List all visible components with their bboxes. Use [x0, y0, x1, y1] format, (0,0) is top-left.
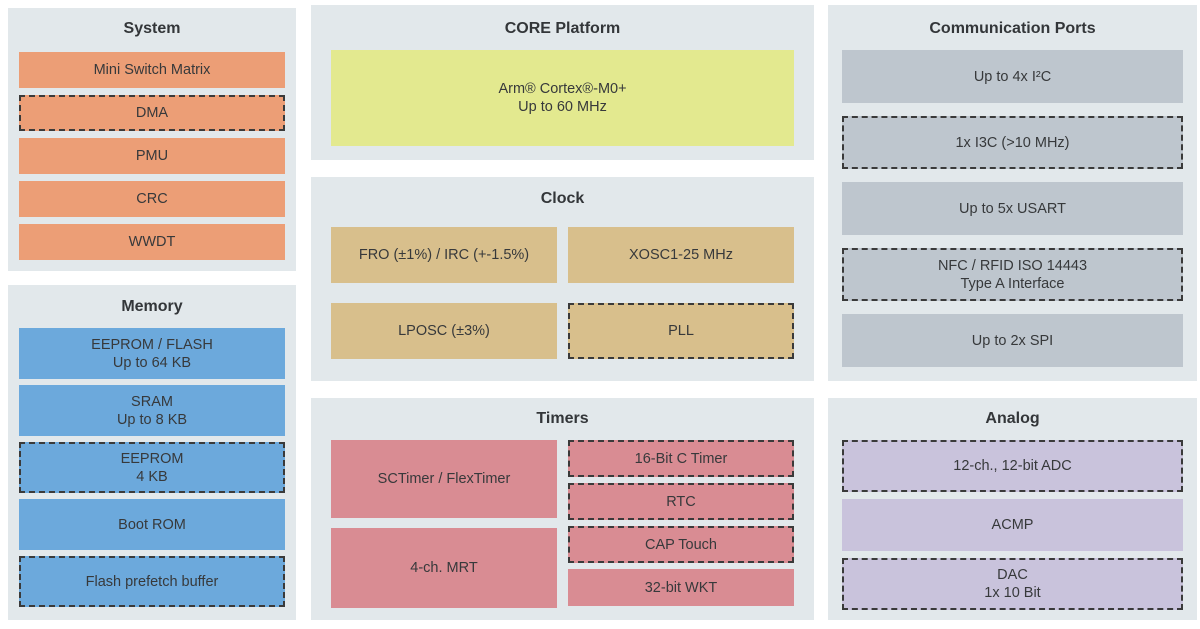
block-16bit-c-timer: 16-Bit C Timer [568, 440, 794, 477]
analog-blocks: 12-ch., 12-bit ADC ACMP DAC 1x 10 Bit [842, 440, 1183, 610]
panel-title-system: System [123, 20, 181, 37]
block-acmp: ACMP [842, 499, 1183, 551]
block-flash-prefetch-buffer: Flash prefetch buffer [19, 556, 285, 607]
panel-memory: Memory EEPROM / FLASH Up to 64 KB SRAM U… [8, 285, 296, 620]
block-dma: DMA [19, 95, 285, 131]
block-usart: Up to 5x USART [842, 182, 1183, 235]
block-4ch-mrt: 4-ch. MRT [331, 528, 557, 608]
block-pmu: PMU [19, 138, 285, 174]
block-wwdt: WWDT [19, 224, 285, 260]
block-xosc: XOSC1-25 MHz [568, 227, 794, 283]
panel-title-clock: Clock [540, 190, 585, 207]
block-eeprom-4kb: EEPROM 4 KB [19, 442, 285, 493]
panel-title-analog: Analog [985, 410, 1040, 427]
block-mini-switch-matrix: Mini Switch Matrix [19, 52, 285, 88]
panel-communication-ports: Communication Ports Up to 4x I²C 1x I3C … [828, 5, 1197, 381]
panel-timers: Timers SCTimer / FlexTimer 4-ch. MRT 16-… [311, 398, 814, 620]
panel-title-timers: Timers [536, 410, 589, 427]
block-i2c: Up to 4x I²C [842, 50, 1183, 103]
block-dac: DAC 1x 10 Bit [842, 558, 1183, 610]
block-pll: PLL [568, 303, 794, 359]
panel-title-core-platform: CORE Platform [504, 20, 621, 37]
block-adc: 12-ch., 12-bit ADC [842, 440, 1183, 492]
block-lposc: LPOSC (±3%) [331, 303, 557, 359]
clock-blocks: FRO (±1%) / IRC (+-1.5%) XOSC1-25 MHz LP… [331, 227, 794, 359]
block-rtc: RTC [568, 483, 794, 520]
panel-core-platform: CORE Platform Arm® Cortex®-M0+ Up to 60 … [311, 5, 814, 160]
block-crc: CRC [19, 181, 285, 217]
block-arm-cortex-m0plus: Arm® Cortex®-M0+ Up to 60 MHz [331, 50, 794, 146]
block-32bit-wkt: 32-bit WKT [568, 569, 794, 606]
communication-blocks: Up to 4x I²C 1x I3C (>10 MHz) Up to 5x U… [842, 50, 1183, 367]
block-spi: Up to 2x SPI [842, 314, 1183, 367]
timers-left-column: SCTimer / FlexTimer 4-ch. MRT [331, 440, 557, 608]
core-blocks: Arm® Cortex®-M0+ Up to 60 MHz [331, 50, 794, 146]
system-blocks: Mini Switch Matrix DMA PMU CRC WWDT [19, 52, 285, 260]
timers-right-column: 16-Bit C Timer RTC CAP Touch 32-bit WKT [568, 440, 794, 608]
block-cap-touch: CAP Touch [568, 526, 794, 563]
panel-analog: Analog 12-ch., 12-bit ADC ACMP DAC 1x 10… [828, 398, 1197, 620]
timers-blocks: SCTimer / FlexTimer 4-ch. MRT 16-Bit C T… [331, 440, 794, 608]
panel-system: System Mini Switch Matrix DMA PMU CRC WW… [8, 8, 296, 271]
block-sram: SRAM Up to 8 KB [19, 385, 285, 436]
panel-title-communication-ports: Communication Ports [929, 20, 1096, 37]
block-fro-irc: FRO (±1%) / IRC (+-1.5%) [331, 227, 557, 283]
block-sctimer-flextimer: SCTimer / FlexTimer [331, 440, 557, 518]
block-nfc-rfid: NFC / RFID ISO 14443 Type A Interface [842, 248, 1183, 301]
block-eeprom-flash: EEPROM / FLASH Up to 64 KB [19, 328, 285, 379]
panel-clock: Clock FRO (±1%) / IRC (+-1.5%) XOSC1-25 … [311, 177, 814, 381]
memory-blocks: EEPROM / FLASH Up to 64 KB SRAM Up to 8 … [19, 328, 285, 607]
panel-title-memory: Memory [121, 298, 183, 315]
block-i3c: 1x I3C (>10 MHz) [842, 116, 1183, 169]
block-boot-rom: Boot ROM [19, 499, 285, 550]
